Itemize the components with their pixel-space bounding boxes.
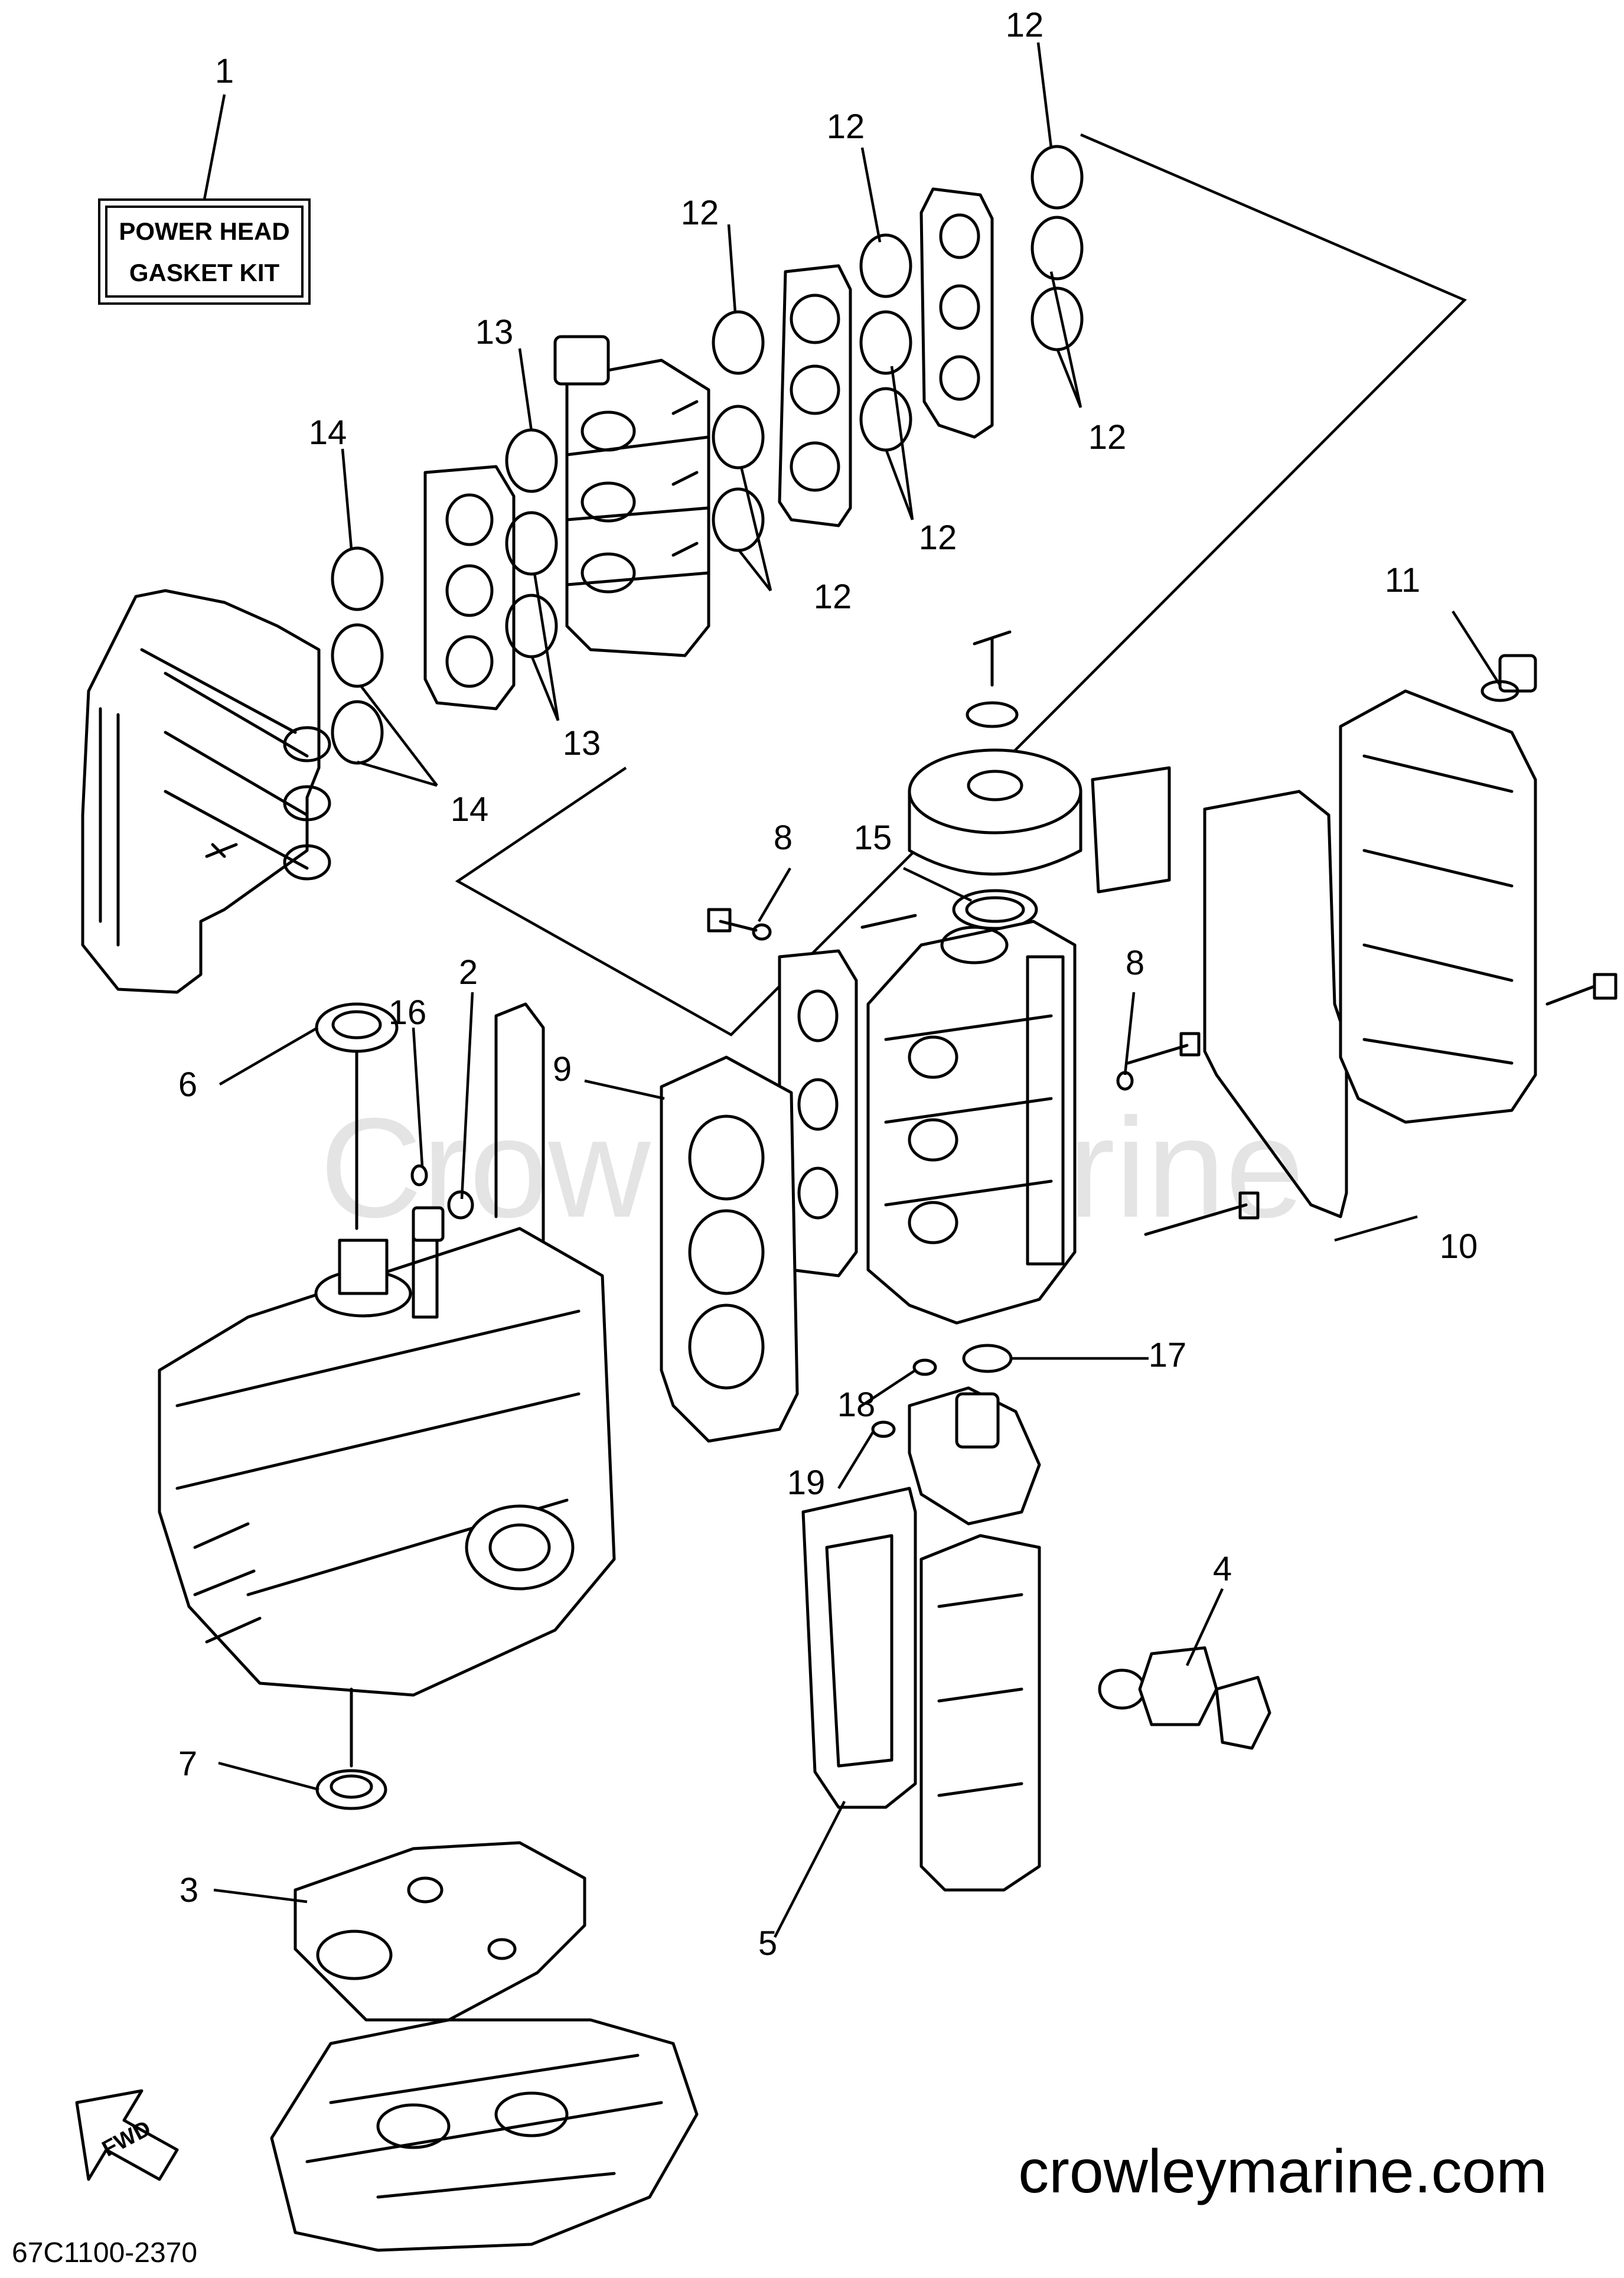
callout-3: 3	[180, 1871, 198, 1909]
callout-6: 6	[178, 1065, 197, 1104]
drain-plug	[410, 1164, 474, 1242]
cylinder-head-cover	[1339, 654, 1618, 1124]
oil-seals	[315, 1002, 399, 1810]
callout-4: 4	[1213, 1550, 1232, 1588]
callout-12-d: 12	[919, 519, 957, 557]
callout-15: 15	[854, 819, 892, 857]
cylinder-head-gasket	[660, 1055, 799, 1443]
head-cover-gasket	[1203, 790, 1348, 1218]
crankcase-bottom-gasket	[294, 1841, 586, 2022]
callout-19: 19	[787, 1464, 826, 1502]
callout-9: 9	[553, 1050, 572, 1089]
callout-18: 18	[837, 1386, 876, 1424]
callout-8-lower: 8	[1126, 944, 1144, 982]
website-text: crowleymarine.com	[1018, 2137, 1547, 2206]
thermostat-cover	[1098, 1646, 1271, 1750]
callout-7: 7	[178, 1745, 197, 1783]
carburetor-assembly	[553, 335, 710, 657]
callout-12-c: 12	[1088, 418, 1127, 457]
kit-label-line1: POWER HEAD	[119, 217, 289, 245]
head-bolts	[707, 908, 1260, 1236]
callout-5: 5	[758, 1924, 777, 1963]
exhaust-cover	[919, 1534, 1041, 1892]
callout-11: 11	[1385, 561, 1420, 599]
kit-boundary-line	[455, 133, 1467, 1037]
pulser-coil-bracket	[1091, 766, 1171, 894]
callout-13-bottom: 13	[563, 724, 601, 762]
callout-12-a: 12	[827, 107, 865, 146]
forward-arrow-icon: FWD	[75, 2089, 179, 2181]
diagram-code: 67C1100-2370	[12, 2237, 197, 2269]
callout-13-top: 13	[475, 313, 514, 351]
callout-12-e: 12	[814, 578, 852, 616]
callout-2: 2	[459, 953, 478, 992]
carburetor-holder	[778, 264, 852, 527]
callout-12-b: 12	[681, 194, 719, 232]
callout-12-top: 12	[1006, 6, 1044, 44]
power-head-gasket-kit-label: POWER HEAD GASKET KIT	[98, 198, 311, 305]
leader-lines	[203, 42, 1501, 1938]
callout-14-bottom: 14	[451, 790, 489, 829]
intake-gasket-plate	[423, 465, 516, 711]
intake-spacer-gasket	[919, 187, 994, 439]
intake-manifold	[81, 589, 331, 994]
kit-label-line2: GASKET KIT	[129, 259, 280, 286]
cylinder-block	[158, 1002, 616, 1697]
o-rings	[331, 145, 1084, 765]
cylinder-head	[866, 920, 1077, 1325]
callout-16: 16	[389, 993, 427, 1032]
exhaust-cover-gasket-lower	[801, 1487, 917, 1809]
callout-1: 1	[215, 52, 234, 90]
callout-14-top: 14	[309, 413, 347, 452]
callout-10: 10	[1440, 1227, 1478, 1266]
callout-17: 17	[1149, 1336, 1187, 1374]
thermostat-housing	[871, 1344, 1041, 1526]
callout-8-upper: 8	[774, 819, 793, 857]
lower-casing	[270, 2018, 699, 2252]
